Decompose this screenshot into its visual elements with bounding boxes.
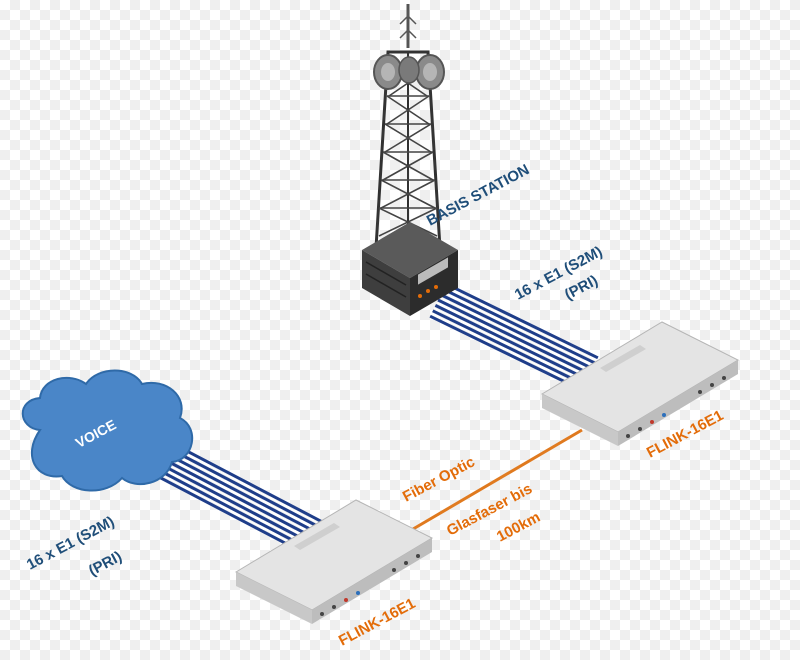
cable-line (432, 309, 586, 387)
station-label: BASIS STATION (424, 161, 532, 229)
device-left-label: FLINK-16E1 (336, 595, 418, 650)
cable-line (145, 459, 315, 549)
voice-link-pri-label: (PRI) (86, 548, 125, 579)
cable-line (152, 445, 322, 537)
cable-line (146, 455, 316, 547)
cable-line (429, 314, 583, 392)
cable-line (431, 312, 584, 389)
cable-line (142, 464, 312, 554)
fiber-km-label: 100km (494, 509, 543, 546)
cable-line (140, 466, 311, 558)
cable-line (445, 282, 599, 360)
cable-line (151, 448, 320, 538)
cable-line (437, 298, 591, 376)
cable-line (148, 454, 317, 544)
cable-bundle-station (429, 282, 599, 392)
cable-line (444, 285, 597, 362)
cable-line (439, 293, 594, 370)
rack-device-icon (540, 321, 740, 446)
cable-line (434, 304, 589, 381)
fiber-optic-line (407, 428, 583, 534)
cloud-icon: VOICE (21, 369, 194, 492)
cable-line (433, 307, 587, 383)
cable-line (149, 450, 319, 542)
cable-line (439, 296, 592, 372)
cable-line (441, 291, 595, 367)
rack-device-icon (234, 499, 434, 624)
antenna-tower-icon (362, 4, 458, 316)
cable-line (442, 287, 596, 365)
cable-line (436, 302, 589, 378)
cable-line (143, 461, 314, 552)
